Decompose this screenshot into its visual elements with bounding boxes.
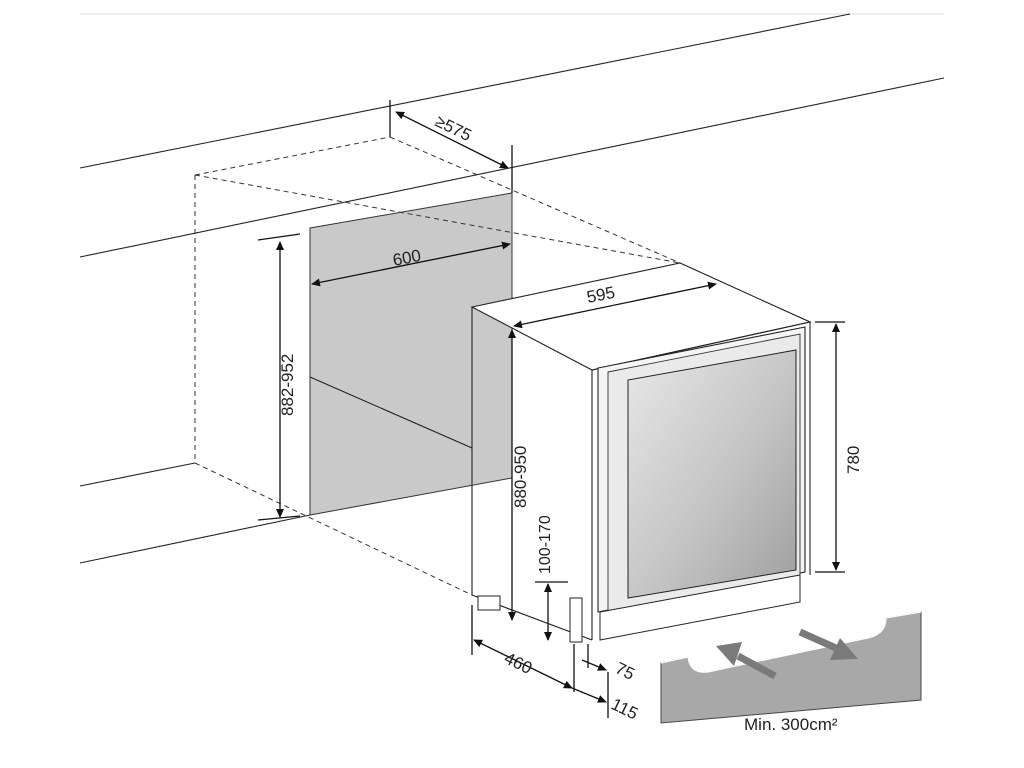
wine-cooler	[470, 262, 812, 643]
niche-outline	[194, 136, 681, 596]
niche-recess	[309, 192, 513, 516]
label-door-height: 780	[844, 446, 863, 474]
label-leg-height: 100-170	[537, 515, 554, 574]
airflow-out-arrow	[798, 628, 858, 660]
airflow-in-arrow	[716, 642, 777, 680]
dimension-labels: ≥575 600 882-952 595 880-950 780 100-170…	[278, 112, 863, 724]
ventilation-note: Min. 300cm²	[744, 715, 838, 734]
ventilation-grille	[660, 611, 922, 724]
label-door-offset: 75	[612, 659, 637, 684]
label-foot-depth: 460	[501, 649, 535, 679]
label-plinth-offset: 115	[608, 695, 641, 724]
label-niche-height: 882-952	[278, 354, 297, 416]
dimension-lines	[257, 100, 845, 718]
label-unit-height: 880-950	[511, 446, 530, 508]
